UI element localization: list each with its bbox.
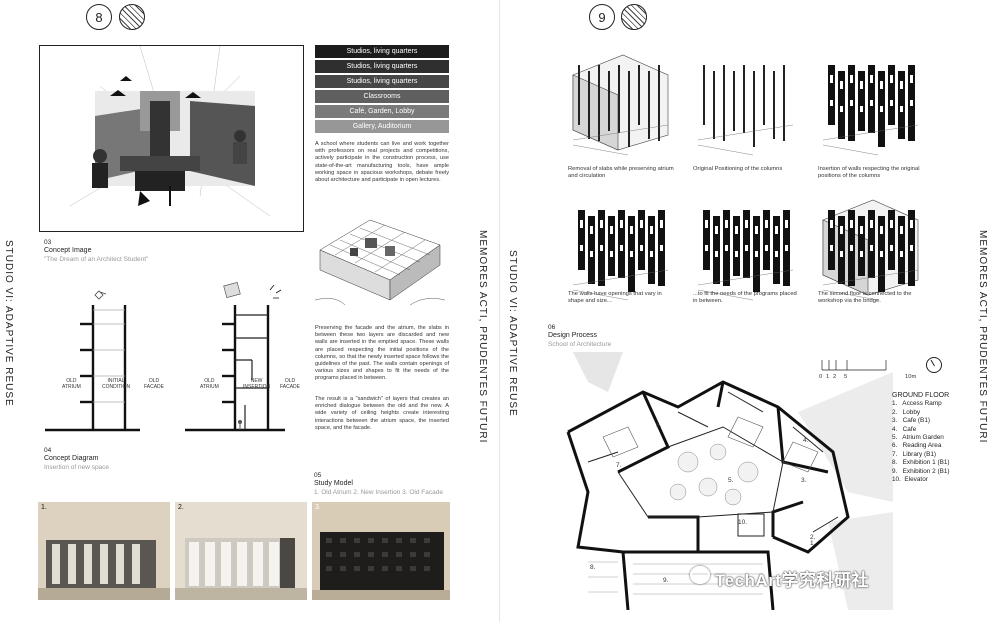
study-model-subtitle: 1. Old Atrium 2. New Insertion 3. Old Fa… [314, 489, 443, 496]
floor-legend-item: 2. Lobby [892, 408, 921, 416]
floor-legend-item: 3. Cafe (B1) [892, 417, 931, 425]
concept-image-subtitle: "The Dream of an Architect Student" [44, 256, 149, 263]
process-axonometric-drawing [818, 190, 923, 302]
diagram-label-old-facade-2: OLD FACADE [280, 378, 301, 390]
scale-tick-5: 5 [844, 374, 848, 380]
diagram-label-old-atrium-2: OLD ATRIUM [200, 378, 219, 390]
legend-bar: Gallery, Auditorium [315, 120, 449, 133]
hatch-circle-icon [119, 4, 145, 30]
legend-bar: Studios, living quarters [315, 45, 449, 58]
legend-bar: Studios, living quarters [315, 75, 449, 88]
process-axonometric-drawing [568, 190, 673, 302]
left-page: 8 STUDIO VI: ADAPTIVE REUSE [3, 0, 500, 622]
scale-bar [820, 360, 890, 380]
study-model-title: Study Model [314, 480, 353, 487]
wechat-logo-icon [690, 566, 710, 584]
side-title: STUDIO VI: ADAPTIVE REUSE [3, 240, 14, 407]
photo-number: 1. [41, 504, 47, 511]
isometric-model-drawing [310, 200, 450, 315]
plan-room-label: 8. [590, 564, 596, 571]
body-paragraph-1: Preserving the facade and the atrium, th… [315, 325, 449, 382]
process-caption: Insertion of walls respecting the origin… [818, 166, 920, 180]
diagram-label-new-insertion: NEW INSERTION [243, 378, 271, 390]
floor-legend-item: 9. Exhibition 2 (B1) [892, 467, 950, 475]
floor-legend-item: 4. Cafe [892, 425, 917, 433]
concept-diagram: OLD ATRIUM INITIAL CONDITION OLD FACADE … [40, 280, 305, 440]
study-model-photo-1: 1. [38, 502, 170, 600]
study-model-photo-3: 3. [312, 502, 450, 600]
plan-room-label: 1. [810, 540, 816, 547]
scale-tick-10m: 10m [905, 374, 917, 380]
page-number: 8 [86, 4, 112, 30]
legend-bar: Café, Garden, Lobby [315, 105, 449, 118]
plan-room-label: 2. [810, 534, 816, 541]
floor-legend-item: 5. Atrium Garden [892, 434, 944, 442]
floor-legend-item: 1. Access Ramp [892, 400, 942, 408]
photo-number: 2. [178, 504, 184, 511]
hatch-circle-icon [621, 4, 647, 30]
intro-paragraph: A school where students can live and wor… [315, 141, 449, 184]
plan-room-label: 5. [728, 477, 734, 484]
scale-tick-0: 0 [819, 374, 823, 380]
process-axonometric-drawing [568, 45, 673, 157]
process-axonometric-drawing [693, 45, 798, 157]
process-caption: The walls have openings that vary in sha… [568, 291, 662, 305]
concept-image-number: 03 [44, 239, 52, 246]
concept-diagram-subtitle: Insertion of new space [44, 464, 110, 471]
concept-image [39, 45, 304, 232]
plan-room-label: 7. [616, 462, 622, 469]
north-arrow-icon [926, 357, 942, 373]
plan-room-label: 3. [801, 477, 807, 484]
study-model-number: 05 [314, 472, 322, 479]
concept-image-title: Concept Image [44, 247, 92, 254]
plan-room-label: 6. [656, 422, 662, 429]
floor-legend-item: 7. Library (B1) [892, 450, 937, 458]
design-process-number: 06 [548, 324, 556, 331]
process-caption: The second floor is connected to the wor… [818, 291, 912, 305]
floor-legend-item: 6. Reading Area [892, 442, 942, 450]
scale-tick-2: 2 [833, 374, 837, 380]
concept-diagram-number: 04 [44, 447, 52, 454]
concept-diagram-title: Concept Diagram [44, 455, 99, 462]
floor-legend-item: 10. Elevator [892, 476, 928, 484]
plan-room-label: 9. [663, 577, 669, 584]
page-number: 9 [589, 4, 615, 30]
floor-legend-item: 8. Exhibition 1 (B1) [892, 459, 950, 467]
side-motto: MEMORES ACTI, PRUDENTES FUTURI [977, 230, 988, 444]
process-caption: Original Positioning of the columns [693, 166, 783, 172]
right-page: 9 STUDIO VI: ADAPTIVE REUSE MEMORES ACTI… [500, 0, 1000, 622]
study-model-photo-2: 2. [175, 502, 307, 600]
plan-room-label: 4. [803, 437, 809, 444]
process-caption: Removal of slabs while preserving atrium… [568, 166, 674, 180]
scale-tick-1: 1 [826, 374, 830, 380]
design-process-subtitle: School of Architecture [548, 341, 612, 348]
process-axonometric-drawing [693, 190, 798, 302]
ground-floor-heading: GROUND FLOOR [892, 392, 950, 399]
photo-number: 3. [315, 504, 321, 511]
watermark: TechArt学究科研社 [715, 571, 869, 590]
diagram-label-old-atrium: OLD ATRIUM [62, 378, 81, 390]
side-motto: MEMORES ACTI, PRUDENTES FUTURI [477, 230, 488, 444]
body-paragraph-2: The result is a "sandwich" of layers tha… [315, 396, 449, 431]
ground-floor-plan: 1.2. 3. 4. 5. 6. 7. 8. 9. 10. [548, 352, 893, 610]
process-axonometric-drawing [818, 45, 923, 157]
design-process-title: Design Process [548, 332, 598, 339]
side-title: STUDIO VI: ADAPTIVE REUSE [507, 250, 518, 417]
process-caption: ...to fit the needs of the programs plac… [693, 291, 797, 305]
diagram-label-old-facade: OLD FACADE [144, 378, 165, 390]
concept-collage-drawing [69, 46, 271, 217]
plan-room-label: 10. [738, 519, 748, 526]
legend-bar: Classrooms [315, 90, 449, 103]
legend-bar: Studios, living quarters [315, 60, 449, 73]
diagram-label-initial-condition: INITIAL CONDITION [102, 378, 131, 390]
